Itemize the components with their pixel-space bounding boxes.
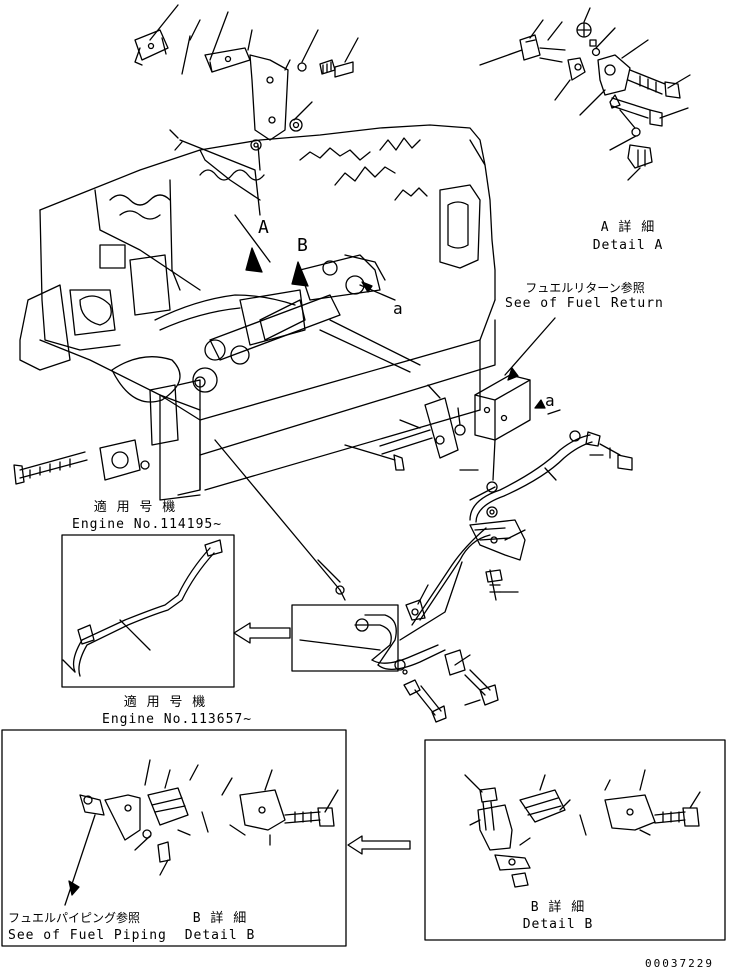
- center-pipe-box: [215, 440, 498, 722]
- engine-block: [14, 125, 495, 500]
- view-b-label: B: [297, 235, 309, 256]
- detail-b-left-en: Detail B: [184, 928, 256, 943]
- fuel-return-jp: フュエルリターン参照: [525, 281, 645, 295]
- inset-box-114195: [62, 535, 234, 687]
- arrow-to-inset: [234, 623, 290, 643]
- detail-b-left-jp: B 詳 細: [192, 911, 248, 926]
- detail-a-jp: A 詳 細: [600, 220, 656, 235]
- arrow-a-label: a: [393, 299, 404, 318]
- detail-b-right-jp: B 詳 細: [530, 900, 586, 915]
- fuel-return-en: See of Fuel Return: [505, 296, 664, 311]
- arrow-a-lower-label: a: [545, 391, 556, 410]
- arrow-to-bottom-left: [348, 836, 410, 854]
- detail-a-en: Detail A: [592, 238, 664, 253]
- top-bracket-group: [135, 5, 358, 170]
- bottom-right-box: [425, 740, 725, 940]
- view-a-label: A: [258, 217, 270, 238]
- drawing-number: 00037229: [645, 957, 714, 970]
- fuel-return-block: [345, 318, 632, 640]
- fuel-piping-jp: フュエルパイピング参照: [8, 911, 141, 925]
- detail-a-parts: [480, 8, 690, 180]
- engine-113657-en: Engine No.113657~: [102, 712, 253, 727]
- engine-114195-jp: 適 用 号 機: [93, 500, 177, 515]
- bottom-left-box: [2, 730, 346, 946]
- fuel-piping-en: See of Fuel Piping: [8, 928, 167, 943]
- engine-113657-jp: 適 用 号 機: [123, 695, 207, 710]
- detail-b-right-en: Detail B: [522, 917, 594, 932]
- engine-114195-en: Engine No.114195~: [72, 517, 223, 532]
